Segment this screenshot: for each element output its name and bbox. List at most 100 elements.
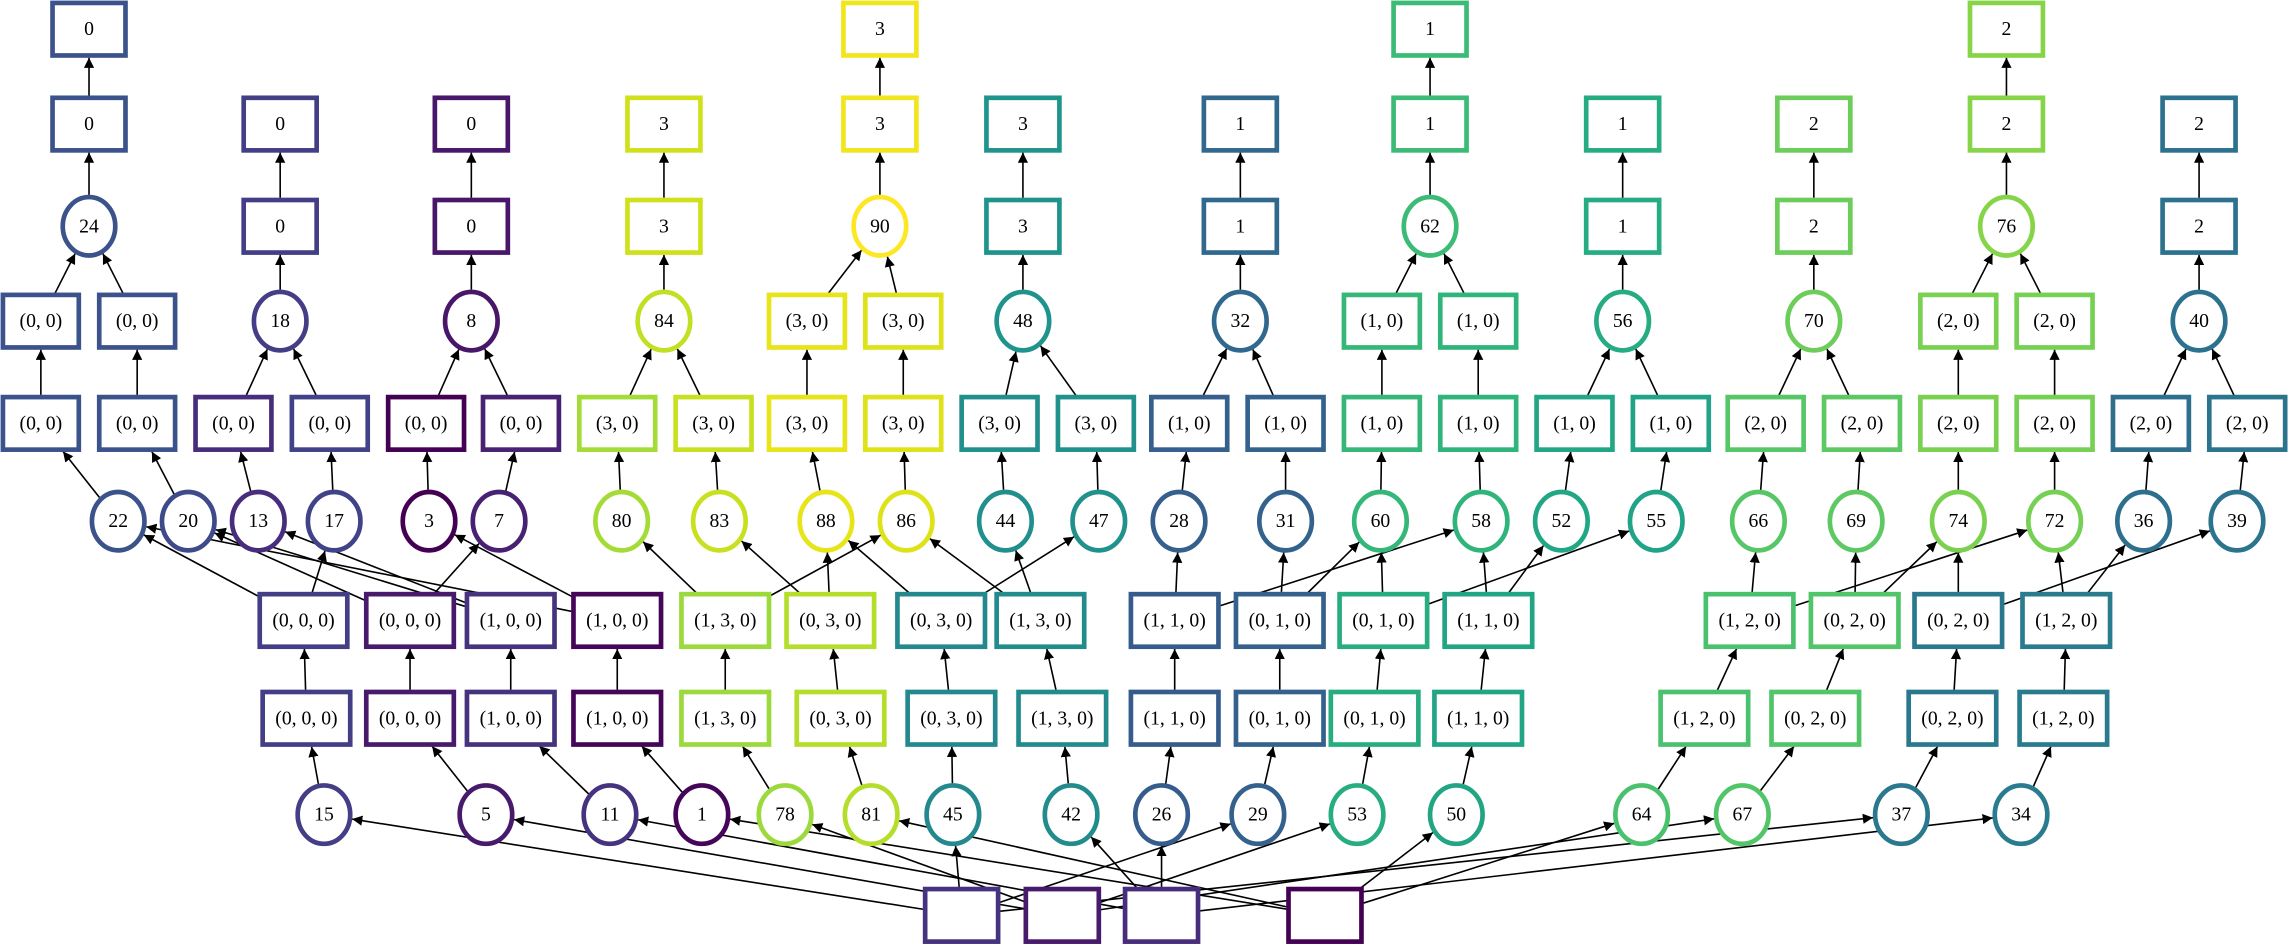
data-node-box[interactable]: (0, 0) [0,394,82,452]
data-node-box[interactable]: (0, 1, 0) [1233,689,1326,747]
data-node-box[interactable]: (0, 3, 0) [784,591,877,650]
task-node-circle[interactable]: 36 [2115,489,2173,553]
task-node-circle[interactable]: 48 [994,289,1052,353]
task-node-circle[interactable]: 18 [251,289,309,353]
data-node-box[interactable] [1286,886,1364,944]
task-node-circle[interactable]: 8 [442,289,500,353]
data-node-box[interactable]: 0 [432,197,511,255]
data-node-box[interactable]: (2, 0) [1725,394,1806,452]
task-node-circle[interactable]: 55 [1627,489,1685,553]
task-node-circle[interactable]: 42 [1042,783,1100,847]
data-node-box[interactable]: (3, 0) [862,292,944,350]
data-node-box[interactable]: (1, 1, 0) [1432,689,1525,747]
task-node-circle[interactable]: 1 [673,783,731,847]
task-node-circle[interactable]: 29 [1229,783,1287,847]
data-node-box[interactable]: (3, 0) [673,394,754,452]
data-node-box[interactable]: (0, 3, 0) [794,689,887,747]
data-node-box[interactable]: 2 [1967,0,2046,58]
task-node-circle[interactable]: 53 [1328,783,1386,847]
data-node-box[interactable]: 1 [1201,197,1280,255]
data-node-box[interactable]: 1 [1391,0,1469,58]
task-node-circle[interactable]: 90 [851,194,909,258]
data-node-box[interactable]: (1, 1, 0) [1128,689,1221,747]
data-node-box[interactable]: (1, 0) [1437,292,1519,350]
task-node-circle[interactable]: 31 [1256,489,1315,553]
data-node-box[interactable]: (3, 0) [766,394,848,452]
task-node-circle[interactable]: 69 [1827,489,1885,553]
data-node-box[interactable]: (0, 1, 0) [1328,689,1421,747]
data-node-box[interactable]: (1, 3, 0) [1016,689,1109,747]
data-node-box[interactable]: (0, 2, 0) [1808,591,1901,650]
task-node-circle[interactable]: 60 [1351,489,1410,553]
data-node-box[interactable]: (0, 0) [0,292,82,350]
data-node-box[interactable]: (1, 0, 0) [571,591,664,650]
task-node-circle[interactable]: 7 [470,489,528,553]
task-node-circle[interactable]: 28 [1150,489,1208,553]
task-node-circle[interactable]: 40 [2170,289,2228,353]
task-node-circle[interactable]: 26 [1132,783,1191,847]
task-node-circle[interactable]: 15 [295,783,353,847]
task-node-circle[interactable]: 58 [1452,489,1510,553]
task-node-circle[interactable]: 44 [976,489,1035,553]
data-node-box[interactable]: (0, 0) [96,292,178,350]
data-node-box[interactable]: 0 [241,95,319,153]
task-node-circle[interactable]: 45 [924,783,982,847]
task-node-circle[interactable]: 86 [877,489,935,553]
data-node-box[interactable]: (2, 0) [1821,394,1903,452]
data-node-box[interactable]: (0, 2, 0) [1769,689,1862,747]
data-node-box[interactable]: (1, 3, 0) [994,591,1087,650]
data-node-box[interactable]: 1 [1583,197,1662,255]
data-node-box[interactable]: (0, 0, 0) [260,689,353,747]
data-node-box[interactable]: (1, 0) [1341,394,1423,452]
data-node-box[interactable]: (0, 2, 0) [1912,591,2005,650]
data-node-box[interactable]: 0 [432,95,511,153]
data-node-box[interactable]: (1, 0, 0) [464,591,557,650]
task-node-circle[interactable]: 64 [1613,783,1671,847]
data-node-box[interactable] [1122,886,1201,944]
data-node-box[interactable]: (0, 0, 0) [363,689,457,747]
data-node-box[interactable]: (1, 1, 0) [1128,591,1221,650]
data-node-box[interactable]: 3 [625,95,703,153]
data-node-box[interactable]: (0, 0) [96,394,178,452]
task-node-circle[interactable]: 37 [1872,783,1930,847]
data-node-box[interactable]: 0 [241,197,319,255]
data-node-box[interactable]: 3 [841,95,919,153]
data-node-box[interactable]: 3 [984,95,1062,153]
data-node-box[interactable]: (2, 0) [1918,292,1999,350]
data-node-box[interactable]: (0, 3, 0) [905,689,998,747]
data-node-box[interactable]: (1, 0) [1245,394,1326,452]
data-node-box[interactable]: 1 [1201,95,1280,153]
data-node-box[interactable]: (1, 0) [1341,292,1423,350]
data-node-box[interactable]: 2 [1967,95,2046,153]
data-node-box[interactable]: (3, 0) [1055,394,1137,452]
data-node-box[interactable]: (0, 0) [480,394,562,452]
data-node-box[interactable]: (2, 0) [1918,394,1999,452]
data-node-box[interactable]: (3, 0) [959,394,1040,452]
data-node-box[interactable]: (0, 0, 0) [363,591,457,650]
task-node-circle[interactable]: 3 [400,489,458,553]
data-node-box[interactable]: 1 [1583,95,1662,153]
task-node-circle[interactable]: 81 [842,783,900,847]
data-node-box[interactable]: (2, 0) [2206,394,2288,452]
data-node-box[interactable]: (1, 2, 0) [2020,591,2113,650]
task-node-circle[interactable]: 84 [635,289,693,353]
data-node-box[interactable]: (1, 0) [1630,394,1712,452]
task-node-circle[interactable]: 78 [756,783,814,847]
task-node-circle[interactable]: 70 [1785,289,1843,353]
task-node-circle[interactable]: 24 [60,194,118,258]
task-node-circle[interactable]: 17 [305,489,363,553]
data-node-box[interactable]: (0, 1, 0) [1233,591,1326,650]
data-node-box[interactable]: 1 [1391,95,1469,153]
data-node-box[interactable] [1023,886,1102,944]
task-node-circle[interactable]: 83 [690,489,749,553]
data-node-box[interactable]: 0 [50,0,128,58]
task-node-circle[interactable]: 52 [1532,489,1590,553]
data-node-box[interactable]: (0, 0) [385,394,467,452]
data-node-box[interactable]: 3 [625,197,703,255]
data-node-box[interactable]: (0, 3, 0) [895,591,988,650]
data-node-box[interactable]: (3, 0) [576,394,658,452]
data-node-box[interactable]: (1, 0) [1437,394,1519,452]
data-node-box[interactable]: (1, 1, 0) [1442,591,1535,650]
data-node-box[interactable]: (2, 0) [2110,394,2192,452]
data-node-box[interactable]: 3 [841,0,919,58]
